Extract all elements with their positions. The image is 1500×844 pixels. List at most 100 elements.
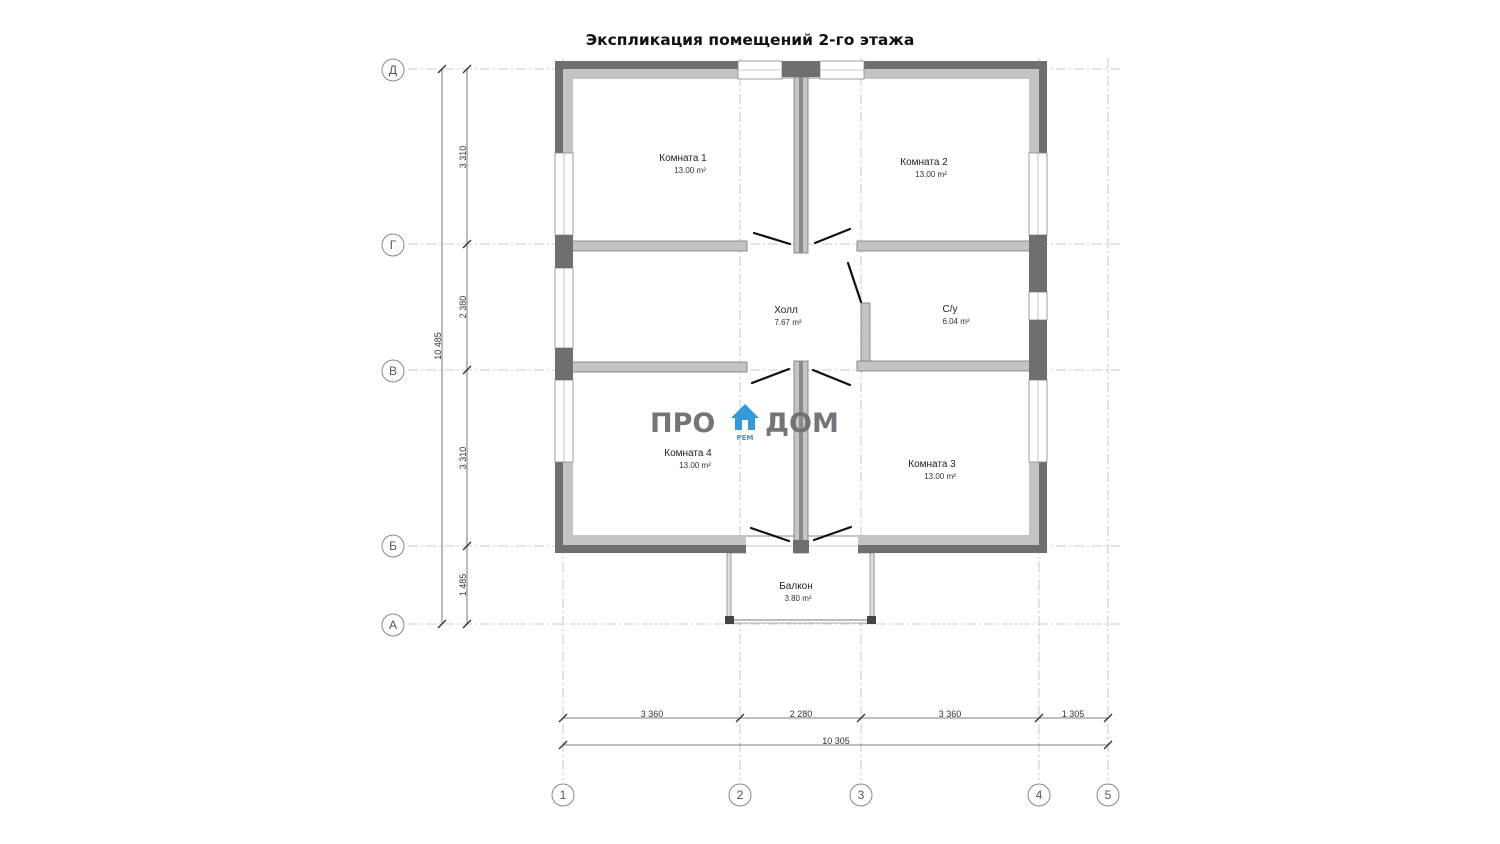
axis-circle-4 [1027,783,1051,807]
room-3-name: Комната 3 [908,459,956,470]
axis-circle-d [381,58,405,82]
interior-wall-left-upper [570,240,748,252]
wall-pier [782,61,820,77]
axis-label-g: Г [390,238,397,252]
interior-wall-left-lower [570,361,748,373]
watermark-logo: ПРО РЕМ ДОМ [650,404,839,442]
axis-label-a: А [389,618,397,632]
logo-small-text: РЕМ [737,434,754,442]
wall-pier [793,540,809,553]
bottom-dimensions: 3 360 2 280 3 360 1 305 10 305 [558,709,1113,750]
bottom-dim-tick [1034,713,1044,723]
bottom-dim-total: 10 305 [822,736,850,746]
axis-circle-a [381,613,405,637]
interior-wall-wc [860,302,871,362]
bottom-dim-tick [735,713,745,723]
bottom-dim-seg-1: 3 360 [641,709,664,719]
room-labels: Комната 1 13.00 m² Комната 2 13.00 m² Хо… [659,153,970,603]
balcony-name: Балкон [779,581,813,592]
left-dim-seg-2: 2 380 [458,296,468,319]
hall-name: Холл [774,305,798,316]
grid-lines [408,58,1120,780]
door-balcony-right [812,525,853,542]
left-dim-seg-4: 1 485 [458,574,468,597]
axis-circle-v [381,359,405,383]
balcony-post [867,616,876,624]
room-1-name: Комната 1 [659,153,707,164]
axis-circle-5 [1096,783,1120,807]
door-balcony-left [749,526,791,543]
axis-label-3: 3 [858,788,865,802]
room-4-name: Комната 4 [664,448,712,459]
room-1-area: 13.00 m² [674,166,706,175]
axis-circle-3 [849,783,873,807]
left-dim-tick [462,64,472,74]
interior-wall-right-lower [856,360,1032,372]
bottom-dim-seg-3: 3 360 [939,709,962,719]
wall-pier [1029,320,1047,380]
row-axis-markers: Д Г В Б А [381,58,405,637]
bottom-total-tick [558,740,568,750]
hall-area: 7.67 m² [774,318,801,327]
left-dim-tick [462,365,472,375]
house-icon-door [742,420,748,430]
axis-label-5: 5 [1105,788,1112,802]
balcony-area: 3.80 m² [784,594,811,603]
axis-label-2: 2 [737,788,744,802]
wall-pier [555,348,573,380]
openings [554,60,1048,555]
col-axis-markers: 1 2 3 4 5 [551,783,1120,807]
bottom-dim-tick [558,713,568,723]
bottom-dim-seg-4: 1 305 [1062,709,1085,719]
axis-label-1: 1 [560,788,567,802]
balcony-rail-right [869,552,875,624]
logo-right-text: ДОМ [765,408,839,439]
axis-circle-g [381,233,405,257]
wc-name: С/у [943,304,958,315]
interior-walls [555,61,1047,554]
bottom-dim-seg-2: 2 280 [790,709,813,719]
axis-label-4: 4 [1036,788,1043,802]
room-4-area: 13.00 m² [679,461,711,470]
door-room4 [750,367,791,385]
bottom-dim-tick [856,713,866,723]
left-dim-seg-3: 3 310 [458,447,468,470]
axis-circle-1 [551,783,575,807]
interior-wall-core [799,77,803,253]
door-wc [846,261,863,304]
left-dim-total: 10 485 [433,332,443,360]
left-dim-tick [462,541,472,551]
bottom-dim-tick [1103,713,1113,723]
wc-area: 6.04 m² [942,317,969,326]
room-2-name: Комната 2 [900,157,948,168]
plan-title: Экспликация помещений 2-го этажа [586,31,915,49]
door-room2 [813,227,852,245]
axis-label-b: Б [389,539,397,553]
balcony-rail-left [726,552,732,624]
interior-wall-right-upper [856,240,1032,252]
left-dimensions: 3 310 2 380 3 310 1 485 10 485 [433,64,472,629]
house-icon [731,404,759,430]
bottom-total-tick [1103,740,1113,750]
left-total-tick [437,619,447,629]
axis-circle-2 [728,783,752,807]
wall-pier [555,235,573,268]
left-dim-seg-1: 3 310 [458,146,468,169]
door-room3 [811,368,852,387]
wall-pier [1029,235,1047,292]
interior-wall-core [799,361,803,553]
room-2-area: 13.00 m² [915,170,947,179]
logo-left-text: ПРО [650,408,715,439]
axis-label-v: В [389,364,397,378]
balcony-post [725,616,734,624]
room-3-area: 13.00 m² [924,472,956,481]
axis-circle-b [381,534,405,558]
axis-label-d: Д [389,63,397,77]
door-room1 [752,231,792,246]
left-dim-tick [462,239,472,249]
doors [749,227,863,543]
left-total-tick [437,64,447,74]
left-dim-tick [462,619,472,629]
house-icon-body [731,404,759,430]
